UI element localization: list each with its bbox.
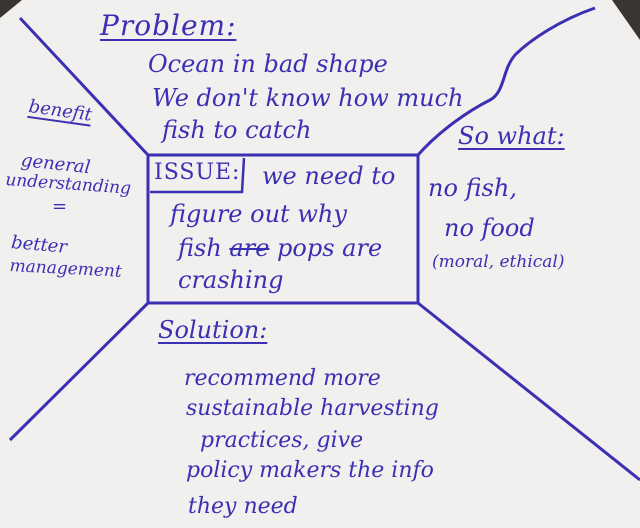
solution-heading: Solution:: [158, 316, 268, 344]
so-what-line-1: no fish,: [428, 174, 517, 202]
problem-line-3: fish to catch: [162, 116, 312, 144]
so-what-line-2: no food: [444, 214, 535, 242]
issue-line-3-start: fish: [178, 234, 222, 262]
diagonal-bottom-left: [8, 301, 150, 442]
issue-label-underline: [150, 157, 246, 194]
issue-line-3-struck: are: [229, 234, 270, 262]
issue-label: ISSUE:: [154, 160, 241, 185]
so-what-heading: So what:: [458, 122, 565, 150]
benefit-line-3: =: [52, 196, 68, 217]
issue-box: [146, 153, 420, 305]
diagonal-top-left: [18, 16, 150, 157]
diagonal-bottom-right: [417, 301, 640, 482]
solution-line-3: practices, give: [200, 428, 364, 453]
solution-line-4: policy makers the info: [186, 458, 434, 483]
issue-line-3: fish are pops are: [178, 236, 382, 260]
problem-line-1: Ocean in bad shape: [148, 50, 388, 78]
diagonal-top-right: [416, 6, 596, 156]
problem-heading: Problem:: [100, 9, 237, 42]
issue-line-3-end: pops are: [277, 234, 383, 262]
solution-line-2: sustainable harvesting: [186, 396, 439, 421]
issue-line-1: we need to: [262, 162, 396, 190]
so-what-line-3: (moral, ethical): [432, 252, 565, 272]
solution-line-5: they need: [188, 494, 298, 519]
issue-line-4: crashing: [178, 266, 284, 294]
benefit-line-4: better: [10, 232, 68, 258]
solution-line-1: recommend more: [184, 366, 381, 391]
issue-line-2: figure out why: [170, 200, 347, 228]
problem-line-2: We don't know how much: [152, 84, 464, 112]
